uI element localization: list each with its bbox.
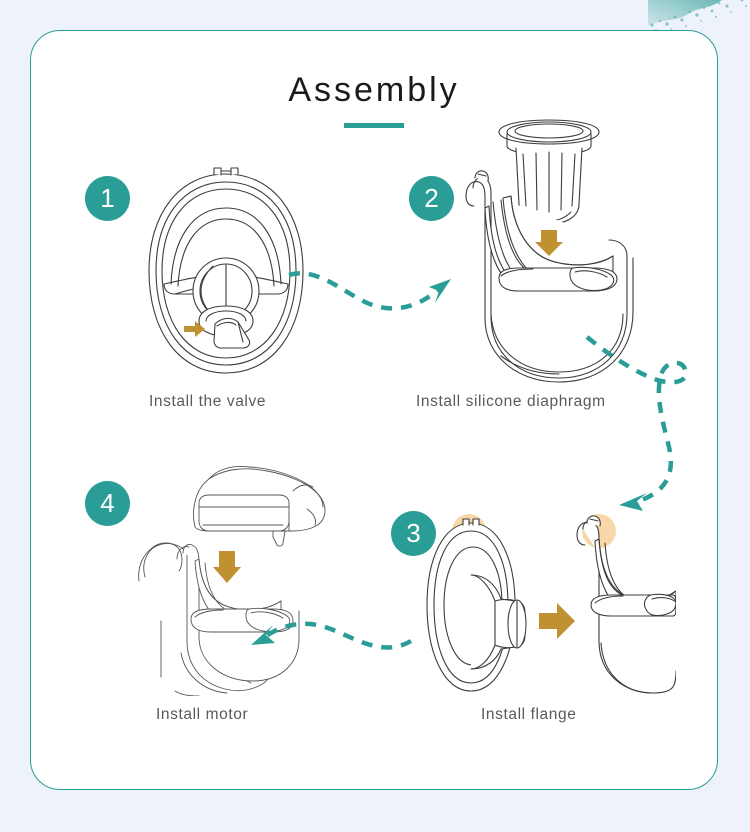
step-badge-3: 3 bbox=[391, 511, 436, 556]
step-caption-1: Install the valve bbox=[149, 393, 267, 410]
step-badge-1: 1 bbox=[85, 176, 130, 221]
illustration-hands-installing-motor bbox=[138, 466, 326, 696]
gold-arrow-diaphragm bbox=[535, 230, 563, 256]
illustration-silicone-diaphragm bbox=[465, 119, 634, 383]
gold-arrow-motor bbox=[213, 551, 241, 583]
illustration-collector-cup-valve bbox=[148, 167, 304, 374]
step-caption-4: Install motor bbox=[156, 706, 249, 723]
step-caption-3: Install flange bbox=[481, 706, 577, 723]
assembly-card: Assembly bbox=[30, 30, 718, 790]
gold-arrow-flange bbox=[539, 603, 575, 639]
page-title: Assembly bbox=[288, 71, 460, 109]
illustration-flange-install bbox=[426, 514, 676, 694]
step-caption-2: Install silicone diaphragm bbox=[416, 393, 606, 410]
step-badge-2: 2 bbox=[409, 176, 454, 221]
gold-arrow-valve bbox=[184, 321, 205, 337]
step-badge-4: 4 bbox=[85, 481, 130, 526]
title-underline bbox=[344, 123, 404, 128]
